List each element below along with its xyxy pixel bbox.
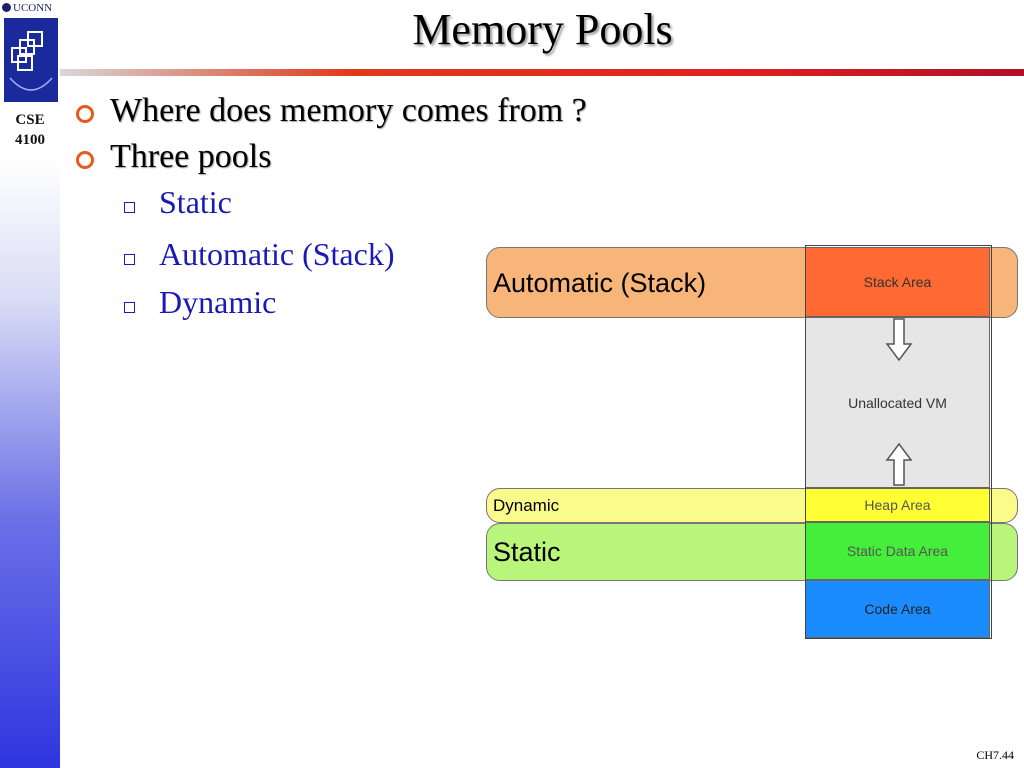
bullet-text: Three pools — [110, 138, 272, 175]
slide-number: CH7.44 — [976, 748, 1014, 762]
arrow-down-icon — [885, 318, 913, 362]
segment-stack-area: Stack Area — [805, 247, 990, 317]
subbullet-text: Static — [159, 184, 232, 220]
segment-static-data-area: Static Data Area — [805, 522, 990, 580]
uconn-brand: UCONN — [2, 2, 52, 14]
pool-automatic-label: Automatic (Stack) — [493, 268, 707, 298]
subbullet-square-icon — [124, 202, 135, 213]
segment-code-area: Code Area — [805, 580, 990, 638]
subbullet-text: Automatic (Stack) — [159, 236, 395, 272]
bullet-circle-icon — [76, 105, 94, 123]
title-divider — [60, 69, 1024, 76]
brand-text: UCONN — [13, 2, 53, 14]
course-line-1: CSE — [15, 112, 45, 128]
course-code: CSE 4100 — [0, 110, 60, 150]
bullet-circle-icon — [76, 151, 94, 169]
subbullet-square-icon — [124, 302, 135, 313]
arrow-up-icon — [885, 442, 913, 486]
subbullet-text: Dynamic — [159, 284, 277, 320]
subbullet-square-icon — [124, 254, 135, 265]
bullet-text: Where does memory comes from ? — [110, 92, 587, 129]
pool-dynamic-label: Dynamic — [493, 496, 560, 515]
bullet-item: Where does memory comes from ? — [72, 92, 587, 138]
slide-title: Memory Pools — [412, 5, 673, 54]
uconn-seal-icon — [2, 3, 11, 12]
cse-logo-icon — [4, 18, 58, 102]
bullet-list: Where does memory comes from ? Three poo… — [72, 92, 587, 336]
bullet-item: Three pools — [72, 138, 271, 184]
segment-heap-area: Heap Area — [805, 488, 990, 522]
course-line-2: 4100 — [15, 132, 45, 148]
pool-static-label: Static — [493, 537, 561, 567]
sidebar: UCONN CSE 4100 — [0, 0, 60, 768]
